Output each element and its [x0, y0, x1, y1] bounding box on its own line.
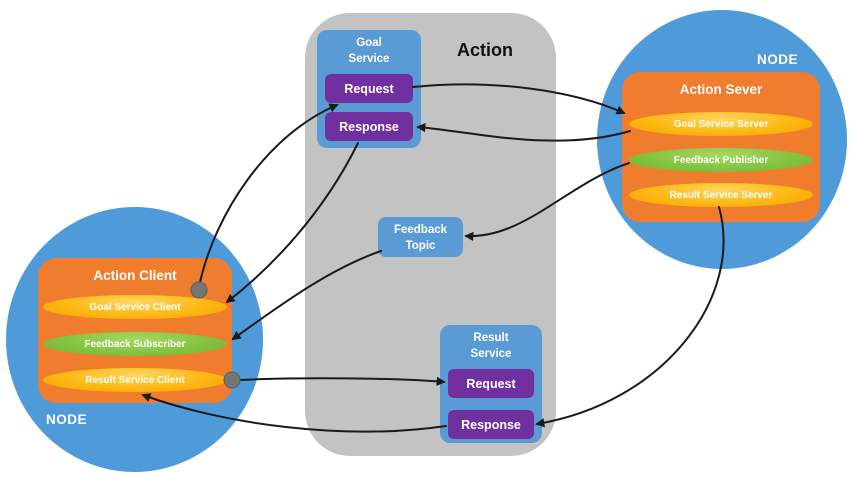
feedback-publisher-label: Feedback Publisher — [673, 154, 769, 166]
action-server-box: Action Sever Goal Service Server Feedbac… — [622, 72, 820, 222]
goal-service-client-label: Goal Service Client — [89, 301, 181, 313]
goal-service-server-label: Goal Service Server — [673, 118, 769, 130]
feedback-publisher-pill: Feedback Publisher — [629, 148, 813, 172]
goal-service-client-pill: Goal Service Client — [43, 295, 227, 319]
action-client-box: Action Client Goal Service Client Feedba… — [38, 258, 232, 403]
goal-request-box: Request — [325, 74, 413, 103]
result-service-client-label: Result Service Client — [85, 374, 185, 386]
client-node-label: NODE — [46, 412, 88, 427]
goal-service-server-pill: Goal Service Server — [629, 112, 813, 136]
goal-response-box: Response — [325, 112, 413, 141]
action-client-title: Action Client — [93, 268, 177, 283]
action-server-title: Action Sever — [679, 82, 763, 97]
goal-service-label: Goal Service — [348, 37, 390, 65]
result-service-server-pill: Result Service Server — [629, 183, 813, 207]
result-request-box: Request — [448, 369, 534, 398]
result-service-server-label: Result Service Server — [669, 189, 773, 201]
feedback-topic-label: Feedback Topic — [393, 224, 448, 252]
server-node-label: NODE — [757, 52, 799, 67]
result-service-box: Result Service Request Response — [440, 325, 542, 443]
feedback-subscriber-label: Feedback Subscriber — [84, 338, 186, 350]
feedback-topic-box: Feedback Topic — [378, 217, 463, 257]
result-response-box: Response — [448, 410, 534, 439]
feedback-subscriber-pill: Feedback Subscriber — [43, 332, 227, 356]
goal-service-box: Goal Service Request Response — [317, 30, 421, 148]
result-service-client-pill: Result Service Client — [43, 368, 227, 392]
action-title: Action — [457, 40, 513, 60]
result-service-label: Result Service — [470, 332, 512, 360]
